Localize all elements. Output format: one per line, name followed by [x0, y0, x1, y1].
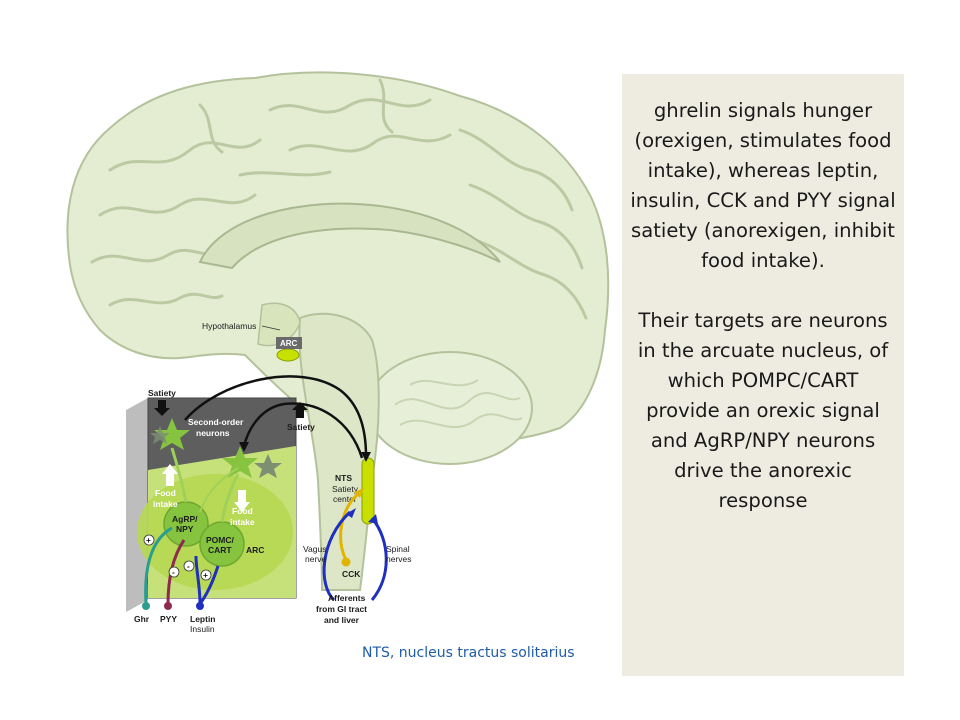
- nts-region: [361, 457, 375, 525]
- agrp-label-2: NPY: [176, 524, 194, 534]
- brainstem: [298, 312, 380, 591]
- satiety-center-label-1: Satiety: [332, 484, 359, 494]
- afferent-left-pathway: [322, 510, 352, 602]
- food-intake-up-label-2: intake: [153, 499, 178, 509]
- neuron-star-2: [222, 446, 258, 478]
- nts-label: NTS: [335, 473, 352, 483]
- plus-sign-1: +: [146, 535, 151, 545]
- arc-region: [276, 348, 300, 362]
- pyy-label: PYY: [160, 614, 177, 624]
- leptin-pathway: [194, 555, 220, 605]
- neuron-star-1: [154, 418, 190, 450]
- arc-label: ARC: [280, 339, 298, 348]
- satiety-label-right: Satiety: [287, 422, 315, 432]
- ghr-label: Ghr: [134, 614, 150, 624]
- minus-sign-2: -: [187, 561, 190, 571]
- ghr-pathway: [144, 526, 173, 605]
- cerebellum: [367, 351, 533, 465]
- explanation-paragraph-2: Their targets are neurons in the arcuate…: [637, 309, 889, 512]
- satiety-center-label-2: center: [333, 494, 357, 504]
- brain-cerebrum: [66, 71, 610, 444]
- vagus-label-2: nerve: [305, 554, 327, 564]
- hypothalamus-region: [257, 302, 301, 347]
- vagus-label-1: Vagus: [303, 544, 326, 554]
- afferents-label-2: from GI tract: [316, 604, 367, 614]
- plus-sign-2: +: [203, 570, 208, 580]
- second-order-label-2: neurons: [196, 428, 230, 438]
- satiety-label-left: Satiety: [148, 388, 176, 398]
- corpus-callosum: [198, 202, 501, 270]
- leptin-label: Leptin: [190, 614, 216, 624]
- explanation-paragraph-1: ghrelin signals hunger (orexigen, stimul…: [630, 99, 896, 272]
- neuron-star-4: [150, 426, 170, 444]
- food-intake-down-label-2: intake: [230, 517, 255, 527]
- spinal-label-1: Spinal: [386, 544, 410, 554]
- pyy-pathway: [166, 539, 186, 605]
- food-intake-up-label-1: Food: [155, 488, 176, 498]
- minus-sign-1: -: [172, 567, 175, 577]
- food-intake-down-label-1: Food: [232, 506, 253, 516]
- pomc-label-1: POMC/: [206, 535, 235, 545]
- second-order-label-1: Second-order: [188, 417, 244, 427]
- spinal-label-2: nerves: [386, 554, 412, 564]
- insulin-label: Insulin: [190, 624, 215, 634]
- arc-to-nts-arrow: [184, 375, 368, 457]
- afferents-label-1: Afferents: [328, 593, 366, 603]
- pomc-label-2: CART: [208, 545, 232, 555]
- figure-caption: NTS, nucleus tractus solitarius: [362, 645, 575, 661]
- vagus-pathway: [339, 492, 360, 561]
- agrp-label-1: AgRP/: [172, 514, 198, 524]
- explanation-panel: ghrelin signals hunger (orexigen, stimul…: [622, 74, 904, 676]
- neuron-star-3: [254, 454, 282, 478]
- hypothalamus-label: Hypothalamus: [202, 321, 256, 331]
- arc-box-label: ARC: [246, 545, 264, 555]
- afferents-label-3: and liver: [324, 615, 360, 625]
- nts-to-arc-arrow: [242, 402, 364, 459]
- cck-label: CCK: [342, 569, 361, 579]
- spinal-pathway: [370, 517, 388, 601]
